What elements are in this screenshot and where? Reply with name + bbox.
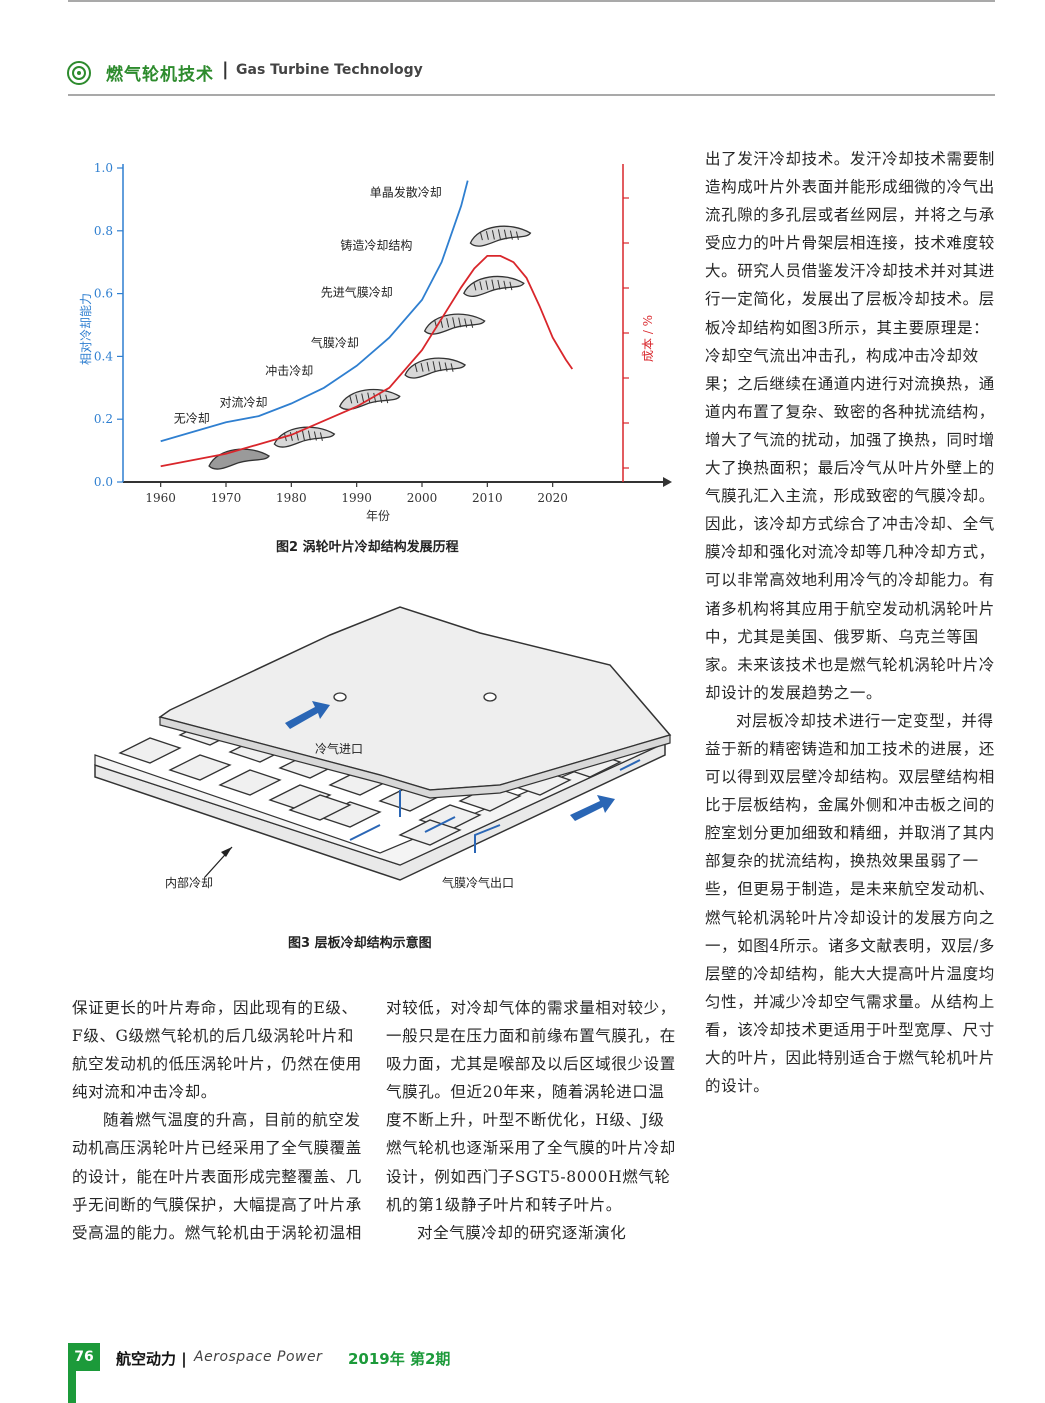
- paragraph: 对全气膜冷却的研究逐渐演化: [417, 1223, 627, 1242]
- x-tick-label: 1990: [341, 491, 372, 505]
- label-cold-inlet: 冷气进口: [315, 741, 363, 756]
- annotation-label: 气膜冷却: [311, 335, 359, 350]
- footer-issue: 2019年 第2期: [348, 1350, 451, 1368]
- journal-title-cn: 燃气轮机技术: [106, 65, 214, 85]
- blade-profile-icon: [469, 225, 532, 247]
- blade-profile-icons: [208, 225, 532, 470]
- paragraph: 对层板冷却技术进行一定变型，并得益于新的精密铸造和加工技术的进展，还可以得到双层…: [705, 711, 995, 1096]
- text-column-3: 出了发汗冷却技术。发汗冷却技术需要制造构成叶片外表面并能形成细微的冷气出流孔隙的…: [705, 145, 997, 1100]
- annotation-label: 无冷却: [174, 411, 210, 425]
- x-tick-label: 1970: [211, 491, 242, 505]
- paragraph: 对较低，对冷却气体的需求量相对较少，一般只是在压力面和前缘布置气膜孔，在吸力面，…: [386, 999, 676, 1214]
- footer-bar: [68, 1343, 76, 1403]
- footer-journal-en: Aerospace Power: [194, 1349, 323, 1365]
- x-tick-label: 1980: [276, 491, 307, 505]
- paragraph: 随着燃气温度的升高，目前的航空发动机高压涡轮叶片已经采用了全气膜覆盖的设计，能在…: [72, 1111, 362, 1242]
- top-rule: [68, 0, 995, 2]
- footer-journal: 航空动力 |: [116, 1350, 187, 1368]
- blade-profile-icon: [273, 426, 336, 448]
- series-line-cooling: [160, 180, 469, 443]
- right-arrow: [570, 795, 615, 821]
- page-number: 76: [68, 1343, 100, 1371]
- blade-profile-icon: [463, 275, 525, 298]
- x-axis-arrow: [663, 477, 672, 487]
- annotation-label: 冲击冷却: [265, 363, 313, 378]
- paragraph: 出了发汗冷却技术。发汗冷却技术需要制造构成叶片外表面并能形成细微的冷气出流孔隙的…: [705, 150, 995, 702]
- annotation-label: 单晶发散冷却: [370, 184, 442, 199]
- y-tick-label: 0.0: [94, 475, 113, 489]
- header-rule: [68, 94, 995, 96]
- figure3-schematic: 冷气进口 内部冷却 气膜冷气出口: [94, 606, 672, 890]
- x-tick-label: 2000: [407, 491, 438, 505]
- text-column-1: 保证更长的叶片寿命，因此现有的E级、F级、G级燃气轮机的后几级涡轮叶片和航空发动…: [72, 994, 364, 1247]
- y-tick-label: 0.8: [94, 224, 113, 238]
- journal-title-en: Gas Turbine Technology: [236, 62, 423, 78]
- paragraph: 保证更长的叶片寿命，因此现有的E级、F级、G级燃气轮机的后几级涡轮叶片和航空发动…: [72, 999, 362, 1102]
- header-separator: |: [222, 59, 229, 80]
- x-ticks: 1960 1970 1980 1990 2000 2010 2020: [145, 482, 568, 505]
- blade-profile-icon: [404, 357, 466, 379]
- blade-profile-icon: [208, 448, 270, 470]
- x-axis-label: 年份: [366, 509, 390, 523]
- figure2-chart: 0.0 0.2 0.4 0.6 0.8 1.0 1960 1970 1980 1990 2000 2…: [79, 161, 672, 523]
- figure3-caption: 图3 层板冷却结构示意图: [288, 936, 432, 951]
- flow-arrows: [285, 701, 641, 853]
- blade-profile-icon: [423, 313, 486, 335]
- annotation-label: 对流冷却: [219, 396, 267, 410]
- y2-axis-label: 成本 / %: [641, 315, 655, 362]
- annotation-label: 先进气膜冷却: [321, 285, 393, 300]
- y-tick-label: 0.2: [94, 412, 113, 426]
- x-tick-label: 1960: [145, 491, 176, 505]
- text-column-2: 对较低，对冷却气体的需求量相对较少，一般只是在压力面和前缘布置气膜孔，在吸力面，…: [386, 994, 678, 1247]
- inlet-arrow: [285, 701, 330, 729]
- y-tick-label: 0.4: [94, 349, 113, 363]
- label-film-outlet: 气膜冷气出口: [442, 875, 514, 890]
- y-axis-label: 相对冷却能力: [79, 293, 93, 365]
- annotation-label: 铸造冷却结构: [340, 238, 412, 253]
- x-tick-label: 2020: [537, 491, 568, 505]
- y-tick-label: 1.0: [94, 161, 113, 175]
- journal-logo-icon: [67, 61, 91, 85]
- label-internal-cooling: 内部冷却: [165, 875, 213, 890]
- x-tick-label: 2010: [472, 491, 503, 505]
- figure2-caption: 图2 涡轮叶片冷却结构发展历程: [276, 540, 459, 555]
- y-ticks: 0.0 0.2 0.4 0.6 0.8 1.0: [94, 161, 123, 489]
- y-tick-label: 0.6: [94, 287, 113, 301]
- y2-ticks: [623, 197, 629, 469]
- series-line-cost: [160, 255, 574, 468]
- series-group: [160, 180, 574, 468]
